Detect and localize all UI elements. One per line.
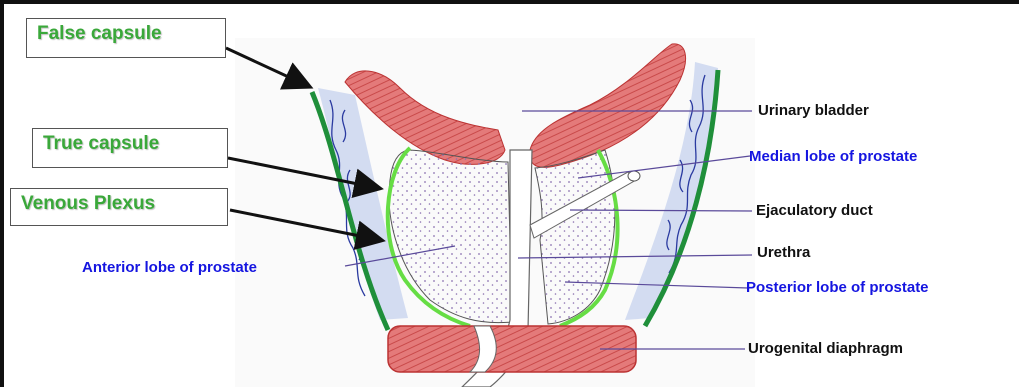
urogenital-diaphragm-shape: [388, 326, 636, 372]
urogenital-diaphragm-label: Urogenital diaphragm: [748, 340, 903, 357]
venous-plexus-label: Venous Plexus: [10, 188, 228, 226]
anterior-lobe-label: Anterior lobe of prostate: [82, 259, 257, 276]
true-capsule-label: True capsule: [32, 128, 228, 168]
urethra-label: Urethra: [757, 244, 810, 261]
urinary-bladder-label: Urinary bladder: [758, 102, 869, 119]
median-lobe-label: Median lobe of prostate: [749, 148, 917, 165]
duct-opening: [628, 171, 640, 181]
posterior-lobe-label: Posterior lobe of prostate: [746, 279, 929, 296]
false-capsule-label: False capsule: [26, 18, 226, 58]
ejaculatory-duct-label: Ejaculatory duct: [756, 202, 873, 219]
